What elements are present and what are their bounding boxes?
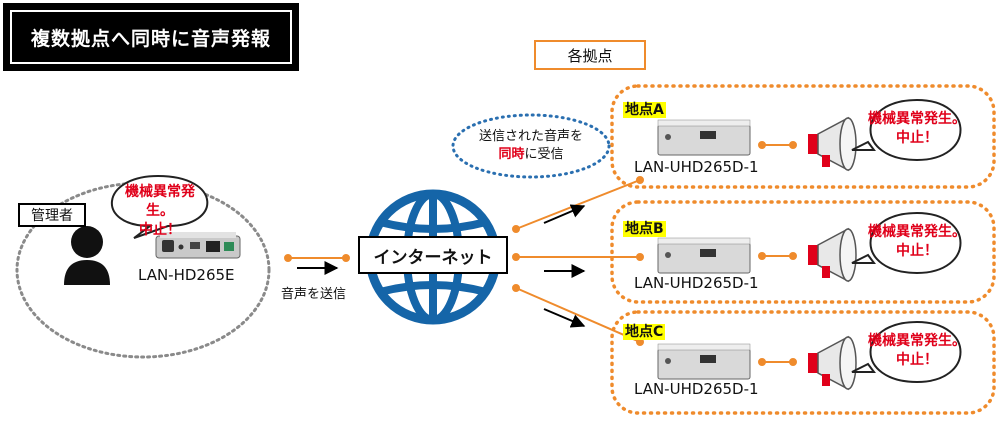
site-b-tag: 地点B xyxy=(623,221,666,237)
receive-note-line1: 送信された音声を xyxy=(478,129,583,144)
admin-bubble-line2: 中止！ xyxy=(139,222,181,238)
site-b-alarm-text: 機械異常発生。 中止！ xyxy=(868,223,966,261)
send-label: 音声を送信 xyxy=(281,287,347,302)
alarm-bubble-a xyxy=(851,98,962,162)
receive-note-rest: に受信 xyxy=(524,147,564,162)
site-c-frame xyxy=(610,310,996,415)
receive-note-line2: 同時に受信 xyxy=(458,146,604,164)
site-c: 地点C xyxy=(623,321,666,341)
site-b-alarm-line2: 中止！ xyxy=(896,243,938,259)
arrow-to-c xyxy=(543,308,586,328)
site-c-tag: 地点C xyxy=(623,324,666,340)
line-internet-site-a xyxy=(515,179,641,230)
alarm-bubble-c xyxy=(851,320,962,384)
receive-note-emphasis: 同時 xyxy=(498,147,525,162)
site-c-alarm-line2: 中止！ xyxy=(896,352,938,368)
receiver-device-image-c xyxy=(657,343,751,380)
internet-label: インターネット xyxy=(358,236,508,274)
receiver-device-image-b xyxy=(657,237,751,274)
megaphone-icon-a xyxy=(808,116,857,172)
site-a: 地点A xyxy=(623,99,666,119)
site-b-device-label: LAN-UHD265D-1 xyxy=(634,274,759,292)
site-b-alarm-line1: 機械異常発生。 xyxy=(868,224,966,240)
megaphone-icon-c xyxy=(808,335,857,391)
admin-bubble-line1: 機械異常発生。 xyxy=(125,184,195,219)
site-a-frame xyxy=(610,84,996,189)
locations-label: 各拠点 xyxy=(534,40,646,70)
title-banner: 複数拠点へ同時に音声発報 xyxy=(3,3,299,71)
site-a-alarm-text: 機械異常発生。 中止！ xyxy=(868,110,966,148)
site-c-alarm-line1: 機械異常発生。 xyxy=(868,333,966,349)
site-c-device-label: LAN-UHD265D-1 xyxy=(634,380,759,398)
site-a-device-label: LAN-UHD265D-1 xyxy=(634,158,759,176)
site-b: 地点B xyxy=(623,218,666,238)
site-a-alarm-line1: 機械異常発生。 xyxy=(868,111,966,127)
admin-label: 管理者 xyxy=(18,203,86,227)
sender-device-label: LAN-HD265E xyxy=(138,266,235,284)
admin-speech-bubble xyxy=(110,174,209,239)
alarm-bubble-b xyxy=(851,211,962,275)
arrow-to-a xyxy=(543,204,586,224)
page-title: 複数拠点へ同時に音声発報 xyxy=(30,27,271,50)
receive-note: 送信された音声を 同時に受信 xyxy=(458,128,604,164)
site-c-alarm-text: 機械異常発生。 中止！ xyxy=(868,332,966,370)
receiver-device-image-a xyxy=(657,119,751,156)
receive-note-ellipse xyxy=(451,113,611,179)
admin-bubble-text: 機械異常発生。 中止！ xyxy=(112,183,208,240)
site-a-alarm-line2: 中止！ xyxy=(896,130,938,146)
person-icon xyxy=(64,226,110,285)
sender-device-image xyxy=(155,232,241,259)
megaphone-icon-b xyxy=(808,227,857,283)
site-a-tag: 地点A xyxy=(623,102,666,118)
site-b-frame xyxy=(610,200,996,304)
